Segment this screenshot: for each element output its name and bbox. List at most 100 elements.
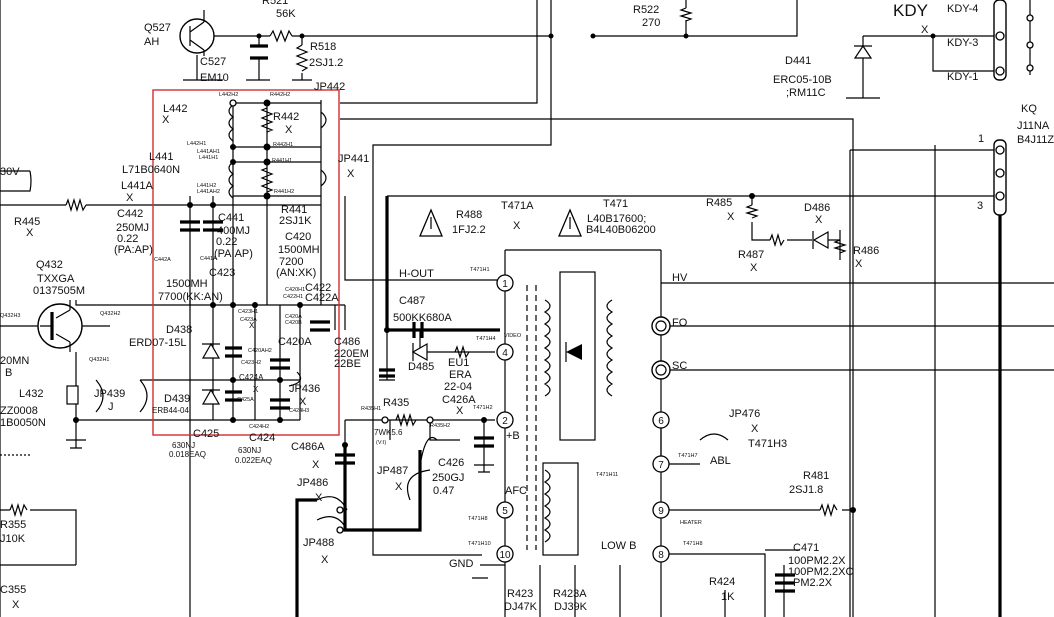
pad-label: R442H1 [273, 142, 293, 148]
component-label: EM10 [200, 72, 229, 84]
pin-circle [652, 545, 670, 563]
pad-label: T471H1 [470, 267, 490, 273]
transformer-pin: 6 [652, 411, 670, 429]
component-label: 7700(KK:AN) [158, 291, 223, 303]
component-label: 0.47 [433, 485, 454, 497]
component-label: 250MJ [116, 222, 149, 234]
component-label: X [126, 192, 134, 204]
component-label: D486 [804, 202, 830, 214]
component-label: JP476 [729, 408, 760, 420]
component-value-label: X [253, 385, 259, 394]
component-label: 7200 [279, 256, 303, 268]
component-label: X [921, 24, 929, 36]
component-label: JP487 [377, 465, 408, 477]
pad-label: VIDEO [504, 333, 522, 339]
component-label: X [285, 124, 293, 136]
connector-pin-label: KDY-4 [947, 3, 978, 15]
component-label: 2SJ1.8 [789, 484, 823, 496]
open-terminals [229, 14, 1034, 534]
pin-circle [496, 411, 514, 429]
component-label: C424 [249, 432, 275, 444]
component-label: C423 [209, 267, 235, 279]
transformer-pin: 10 [496, 545, 514, 563]
component-label: 1FJ2.2 [452, 224, 486, 236]
component-label: L441A [121, 180, 153, 192]
component-label: X [26, 227, 34, 239]
component-label: 22-04 [444, 381, 472, 393]
component-label: 1 [978, 133, 984, 145]
pin-number: 4 [502, 348, 508, 359]
component-label: C486 [334, 336, 360, 348]
pad-label: L441H2 [197, 183, 216, 189]
pin-number: 9 [658, 506, 664, 517]
component-label: C426A [442, 394, 476, 406]
transistor-q432 [37, 300, 83, 352]
component-label: X [12, 599, 20, 611]
component-label: R423A [553, 588, 587, 600]
pad-label: HEATER [680, 520, 702, 526]
transistor-q527 [179, 10, 215, 56]
component-label: KDY-3 [947, 37, 978, 49]
component-label: L441 [149, 151, 173, 163]
component-label: SC [672, 360, 687, 372]
component-label: R485 [706, 197, 732, 209]
coils [228, 104, 614, 556]
pad-label: C424H2 [249, 424, 269, 430]
component-label: C486A [291, 441, 325, 453]
component-label: 0.22 [117, 233, 138, 245]
component-label: 100PM2.2XC [788, 566, 853, 578]
pin-number: 1 [502, 279, 508, 290]
component-label: PM2.2X [793, 577, 833, 589]
component-label: ABL [710, 455, 731, 467]
component-label: FO [672, 317, 688, 329]
jumpers [95, 111, 729, 531]
component-label: D485 [408, 361, 434, 373]
component-label: 3 [977, 200, 983, 212]
component-label: HV [672, 272, 688, 284]
component-label: 20MN [0, 355, 29, 367]
component-label: C422 [305, 282, 331, 294]
component-label: JP442 [314, 81, 345, 93]
pad-label: C425A [237, 397, 254, 403]
component-label: 30V [0, 166, 20, 178]
component-value-label: 0.022EAQ [235, 456, 272, 465]
component-label: JP436 [289, 383, 320, 395]
transformer-pin: 7 [652, 455, 670, 473]
component-value-label: X [249, 321, 255, 330]
component-value-label: ERB44-04 [152, 406, 189, 415]
pad-label: T471H4 [476, 336, 496, 342]
component-label: ERD07-15L [129, 337, 186, 349]
component-label: ZZ0008 [0, 405, 38, 417]
pin-circle [496, 545, 514, 563]
component-label: D441 [785, 55, 811, 67]
component-label: T471A [501, 200, 534, 212]
component-label: JP441 [338, 153, 369, 165]
pin-number: 5 [502, 506, 508, 517]
component-label: 500KK680A [393, 312, 452, 324]
component-label: C527 [200, 56, 226, 68]
component-label: 2SJ1.2 [309, 57, 343, 69]
pad-label: R441H1 [272, 158, 292, 164]
pad-label: R442H2 [270, 92, 290, 98]
warning-triangles [419, 208, 582, 237]
pad-label: L442H1 [187, 141, 206, 147]
component-label: J10K [0, 533, 26, 545]
component-label: J11NA [1017, 120, 1050, 132]
component-label: C422A [305, 292, 339, 304]
pad-label: Q432H3 [0, 313, 21, 319]
component-label: L442 [163, 103, 187, 115]
component-label: DJ39K [554, 601, 588, 613]
transformer-pin: 9 [652, 501, 670, 519]
pad-label: Q432H1 [89, 357, 110, 363]
pad-label: T471H8 [683, 541, 703, 547]
ground-symbols [0, 440, 490, 617]
component-label: R441 [281, 204, 307, 216]
component-label: KQ [1021, 103, 1037, 115]
component-label: R486 [853, 245, 879, 257]
pin-circle [652, 411, 670, 429]
pad-label: L441H1 [199, 155, 218, 161]
pin-number: 8 [658, 550, 664, 561]
component-label: R518 [310, 41, 336, 53]
